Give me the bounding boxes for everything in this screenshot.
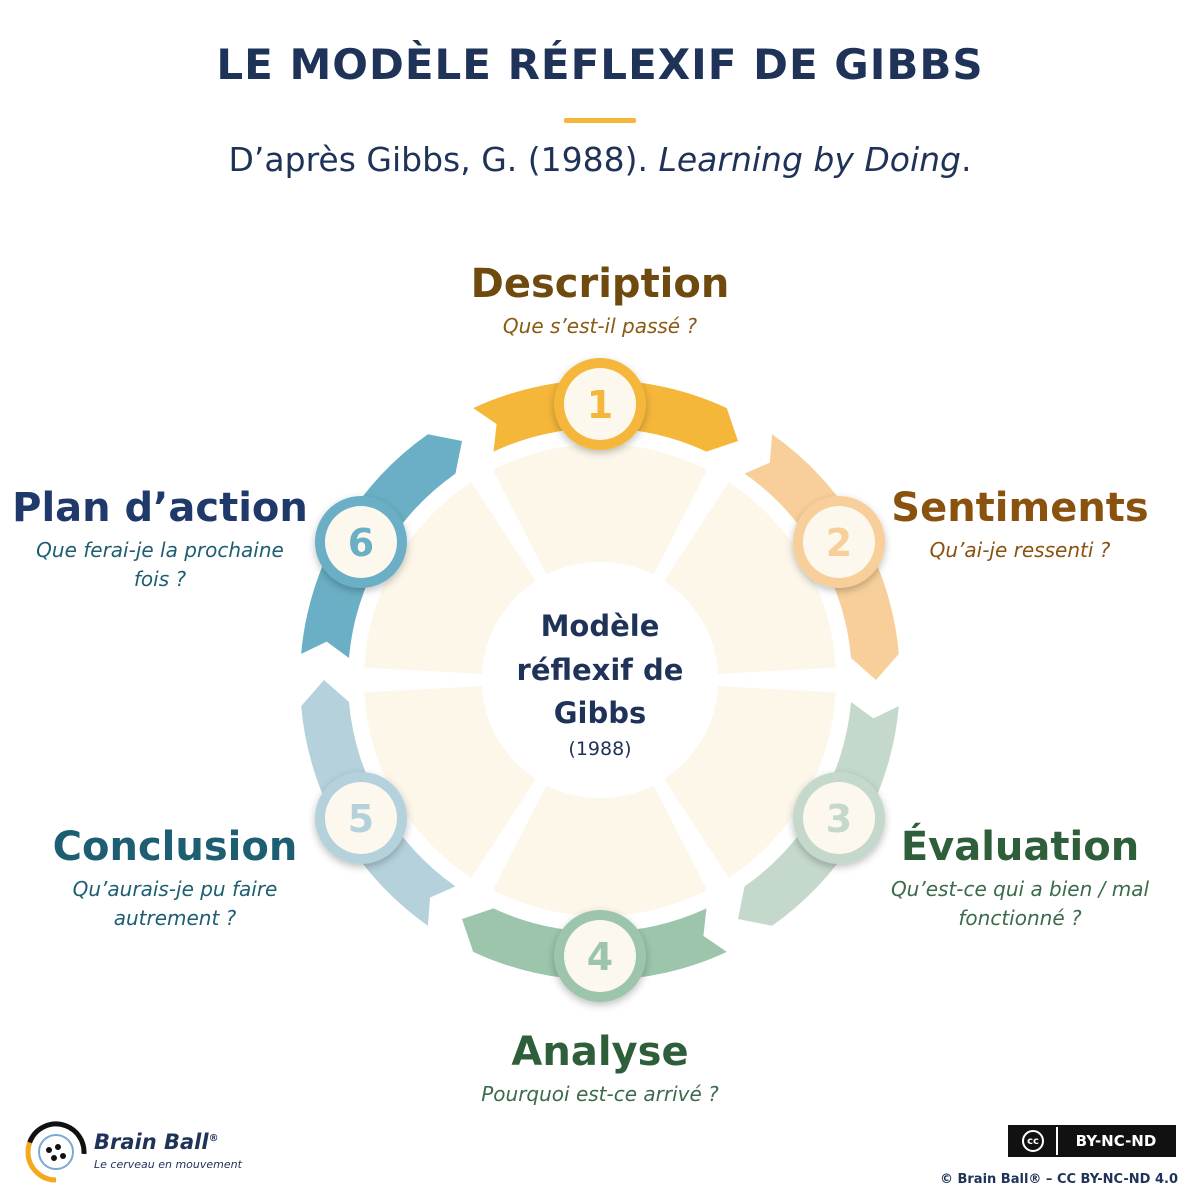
step-badge-1: 1 [554, 358, 646, 450]
step-label-sentiments: Sentiments Qu’ai-je ressenti ? [880, 486, 1160, 565]
title-underline [564, 118, 636, 123]
license-badge-text: BY-NC-ND [1058, 1127, 1174, 1155]
inner-sector-5 [364, 686, 536, 878]
inner-sector-6 [364, 482, 536, 674]
brand-tagline: Le cerveau en mouvement [94, 1158, 242, 1171]
step-question: Qu’est-ce qui a bien / mal fonctionné ? [860, 875, 1180, 933]
center-disc [482, 562, 718, 798]
step-label-evaluation: Évaluation Qu’est-ce qui a bien / mal fo… [860, 825, 1180, 933]
step-badge-6: 6 [314, 496, 407, 588]
inner-sector-2 [664, 482, 836, 674]
creative-commons-icon: cc [1010, 1127, 1056, 1155]
step-badge-3: 3 [793, 772, 886, 864]
step-name: Plan d’action [12, 485, 308, 531]
step-name: Sentiments [891, 485, 1149, 531]
step-name: Évaluation [900, 824, 1140, 870]
step-name: Analyse [511, 1029, 689, 1075]
step-number-6: 6 [348, 521, 374, 565]
brain-ball-icon [25, 1121, 87, 1183]
center-title-line-1: Modèle [540, 609, 660, 643]
step-badge-4: 4 [554, 910, 646, 1002]
step-number-1: 1 [587, 383, 613, 427]
step-question: Qu’ai-je ressenti ? [929, 538, 1111, 562]
step-number-2: 2 [826, 521, 852, 565]
page-subtitle: D’après Gibbs, G. (1988). Learning by Do… [0, 140, 1200, 179]
inner-sector-4 [492, 785, 708, 916]
subtitle-book-title: Learning by Doing [658, 140, 961, 179]
inner-sector-3 [664, 686, 836, 878]
step-question-line: Que ferai-je la prochaine [36, 538, 284, 562]
step-question-line: Qu’est-ce qui a bien / mal [890, 877, 1150, 901]
step-label-description: Description Que s’est-il passé ? [400, 262, 800, 341]
step-question-line: fonctionné ? [958, 906, 1082, 930]
step-label-conclusion: Conclusion Qu’aurais-je pu faire autreme… [30, 825, 320, 933]
step-question: Pourquoi est-ce arrivé ? [481, 1082, 719, 1106]
step-label-plan-action: Plan d’action Que ferai-je la prochaine … [10, 486, 310, 594]
brand-logo[interactable]: Brain Ball® Le cerveau en mouvement [24, 1118, 264, 1188]
center-title-line-3: Gibbs [553, 696, 647, 730]
step-number-4: 4 [587, 935, 613, 979]
brand-name: Brain Ball® [94, 1130, 219, 1154]
step-name: Description [470, 261, 730, 307]
inner-sector-1 [492, 444, 708, 575]
step-label-analyse: Analyse Pourquoi est-ce arrivé ? [400, 1030, 800, 1109]
step-badge-2: 2 [793, 496, 886, 588]
step-number-5: 5 [348, 797, 374, 841]
subtitle-end: . [960, 140, 972, 179]
inner-sectors [364, 444, 836, 916]
center-year: (1988) [568, 737, 632, 760]
center-label: Modèle réflexif de Gibbs (1988) [490, 605, 710, 760]
step-question: Que ferai-je la prochaine fois ? [10, 536, 310, 594]
step-number-3: 3 [826, 797, 852, 841]
copyright-notice: © Brain Ball® – CC BY-NC-ND 4.0 [939, 1172, 1178, 1187]
step-badges: 1 2 3 4 5 6 [314, 358, 886, 1002]
step-question-line: fois ? [133, 567, 187, 591]
step-question: Que s’est-il passé ? [502, 314, 698, 338]
step-question-line: autrement ? [113, 906, 237, 930]
step-question: Qu’aurais-je pu faire autrement ? [30, 875, 320, 933]
center-title-line-2: réflexif de [516, 652, 684, 687]
step-name: Conclusion [52, 824, 298, 870]
license-badge[interactable]: cc BY-NC-ND [1008, 1125, 1176, 1157]
step-badge-5: 5 [314, 772, 407, 864]
step-question-line: Qu’aurais-je pu faire [72, 877, 278, 901]
page-title: LE MODÈLE RÉFLEXIF DE GIBBS [216, 40, 984, 89]
subtitle-reference: D’après Gibbs, G. (1988). [228, 140, 659, 179]
